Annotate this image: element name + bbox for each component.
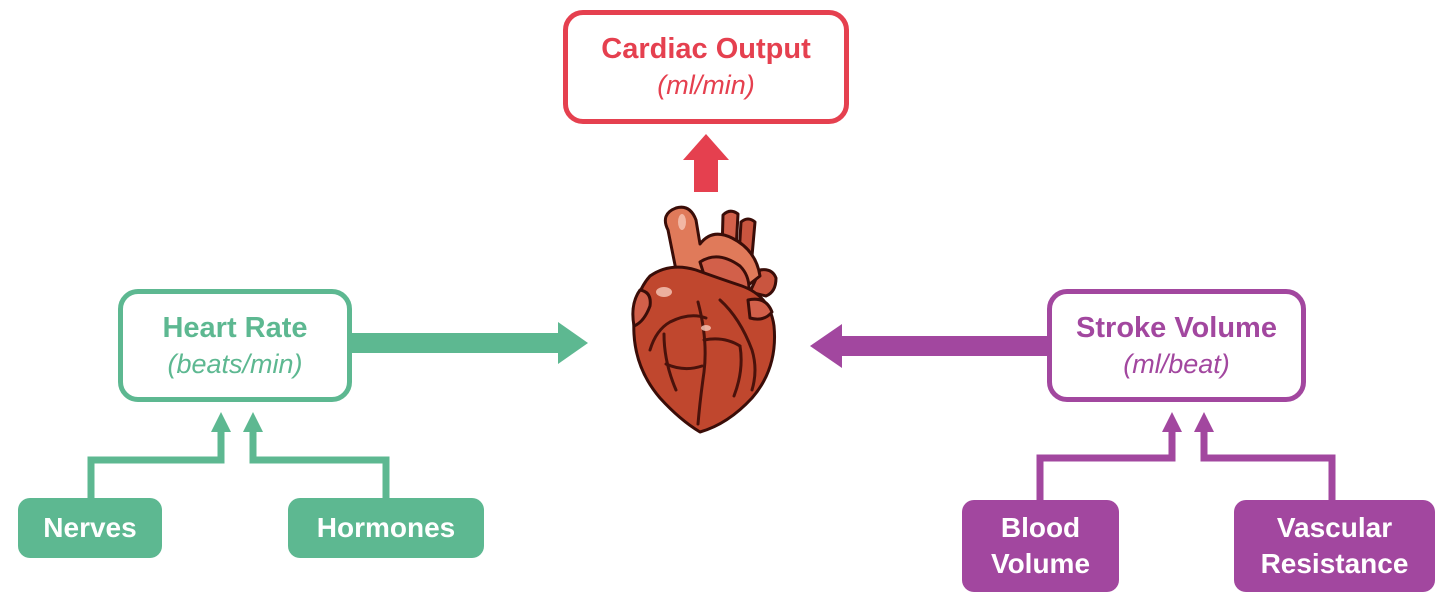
anatomical-heart-icon bbox=[0, 0, 1439, 596]
